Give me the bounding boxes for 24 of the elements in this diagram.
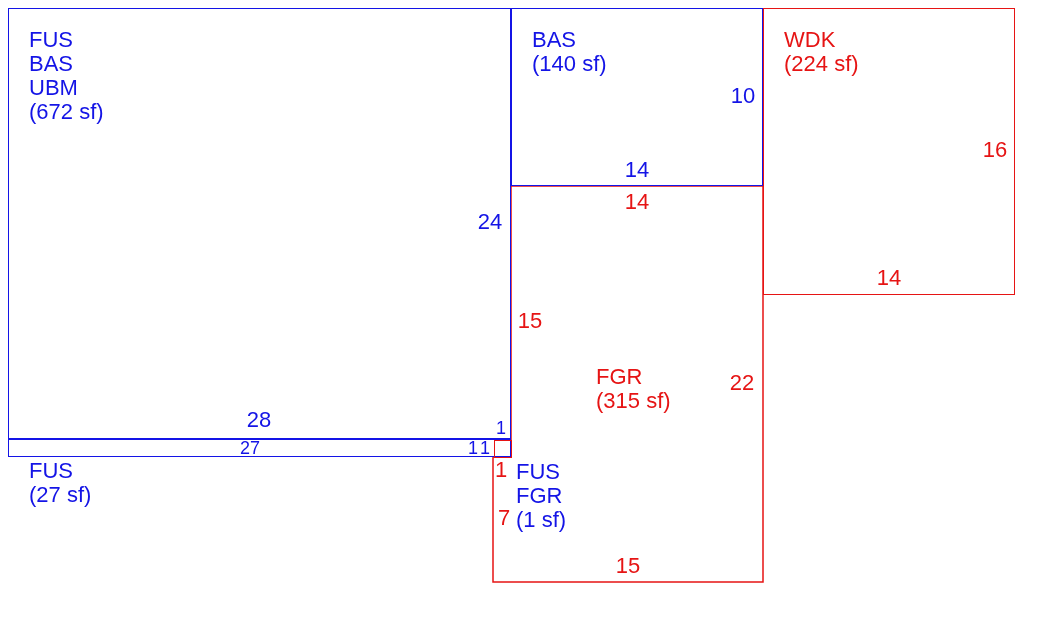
dimension-label: 24 <box>477 211 503 233</box>
dimension-label: 14 <box>624 191 650 213</box>
dimension-label: 10 <box>730 85 756 107</box>
dimension-label: 1 <box>468 440 478 456</box>
area-outline <box>511 8 763 186</box>
area-label: FUS (27 sf) <box>29 459 92 507</box>
dimension-label: 14 <box>624 159 650 181</box>
area-label: FUS FGR (1 sf) <box>516 460 567 532</box>
dimension-label: 7 <box>497 507 511 529</box>
area-label: FUS BAS UBM (672 sf) <box>29 28 104 124</box>
area-outline <box>763 8 1015 295</box>
dimension-label: 28 <box>246 409 272 431</box>
area-label: BAS (140 sf) <box>532 28 607 76</box>
dimension-label: 16 <box>982 139 1008 161</box>
dimension-label: 15 <box>517 310 543 332</box>
dimension-label: 15 <box>615 555 641 577</box>
dimension-label: 1 <box>496 420 506 436</box>
dimension-label: 1 <box>494 459 508 481</box>
area-outline <box>8 8 511 439</box>
area-label: FGR (315 sf) <box>596 365 671 413</box>
dimension-label: 22 <box>729 372 755 394</box>
dimension-label: 1 <box>480 440 490 456</box>
dimension-label: 14 <box>876 267 902 289</box>
area-label: WDK (224 sf) <box>784 28 859 76</box>
